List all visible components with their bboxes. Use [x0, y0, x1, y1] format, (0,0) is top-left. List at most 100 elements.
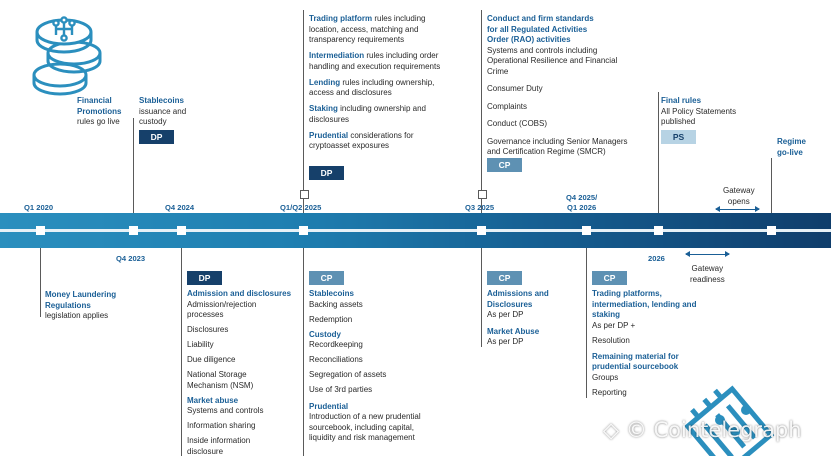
remaining-material-line-1: Remaining material for: [592, 351, 679, 361]
staking-title: Staking: [309, 104, 338, 113]
final-rules-text-2: published: [661, 117, 696, 126]
market-abuse-title: Market abuse: [187, 395, 239, 405]
connector-trading-bracket: [303, 10, 304, 190]
systems-controls: Systems and controls: [187, 406, 264, 415]
connector-final-rules: [658, 92, 659, 230]
label-2026: 2026: [648, 254, 665, 263]
stablecoins-title: Stablecoins: [139, 96, 184, 105]
connector-admission-dp: [181, 232, 182, 456]
node-q3-2025: [476, 226, 486, 235]
gateway-opens-label: Gateway opens: [723, 186, 755, 207]
node-q1-2020: [35, 226, 45, 235]
node-final-rules: [653, 226, 663, 235]
regime-block: Regime go-live: [777, 137, 806, 158]
prudential-title: Prudential: [309, 130, 349, 140]
crypto-coins-icon: [32, 16, 102, 96]
recordkeeping: Recordkeeping: [309, 340, 363, 349]
connector-admissions-cp: [481, 232, 482, 347]
as-per-dp-1: As per DP: [487, 310, 524, 319]
admission-dp-badge: DP: [187, 271, 222, 285]
aml-title-1: Money Laundering: [45, 290, 117, 299]
lending-rest: rules including ownership,: [340, 77, 435, 87]
staking-item: Staking including ownership and disclosu…: [309, 104, 440, 125]
label-q4-2023: Q4 2023: [116, 254, 146, 263]
final-rules-text-1: All Policy Statements: [661, 106, 737, 116]
prudential-item: Prudential considerations for cryptoasse…: [309, 131, 440, 152]
conduct-line: Crime: [487, 66, 509, 76]
stablecoins-text-1: issuance and: [139, 106, 187, 116]
trading-dp-badge: DP: [309, 166, 344, 180]
disclosures: Disclosures: [187, 325, 229, 334]
trading-cp-title-3: staking: [592, 310, 621, 319]
stablecoins-block: Stablecoins issuance and custody: [139, 96, 186, 128]
market-abuse-cp-title: Market Abuse: [487, 326, 540, 336]
fin-promo-title-1: Financial: [77, 96, 112, 105]
conduct-title-2: for all Regulated Activities: [487, 24, 588, 34]
node-q4-2024: [176, 226, 186, 235]
label-q4-2024: Q4 2024: [165, 203, 195, 212]
fin-promo-text: rules go live: [77, 117, 120, 126]
trading-cp-block: Trading platforms, intermediation, lendi…: [592, 289, 696, 399]
stablecoins-text-2: custody: [139, 117, 167, 126]
milestone-marker-q1q2-2025: [299, 190, 309, 199]
conduct-cobs: Conduct (COBS): [487, 119, 548, 128]
nsm-line-1: National Storage: [187, 370, 247, 379]
connector-regime: [771, 158, 772, 230]
gateway-readiness-line1: Gateway: [691, 264, 724, 273]
staking-rest: including ownership and: [337, 104, 426, 113]
reconciliations: Reconciliations: [309, 355, 363, 364]
nsm-line-2: Mechanism (NSM): [187, 380, 254, 390]
connector-stablecoins-cp: [303, 232, 304, 456]
final-rules-title: Final rules: [661, 96, 702, 105]
lending-item: Lending rules including ownership, acces…: [309, 78, 440, 99]
connector-aml: [40, 232, 41, 317]
intermediation-item: Intermediation rules including order han…: [309, 51, 440, 72]
aml-text: legislation applies: [45, 311, 109, 320]
prudential-line-2: sourcebook, including capital,: [309, 422, 414, 432]
label-q4-2025: Q4 2025/ Q1 2026: [566, 193, 597, 212]
gateway-opens-arrow: [715, 206, 760, 212]
trading-cp-title-1: Trading platforms,: [592, 289, 662, 298]
connector-trading-cp: [586, 232, 587, 398]
circuit-icon: [684, 385, 775, 456]
fin-promotions-block: Financial Promotions rules go live: [77, 96, 121, 128]
governance-line-1: Governance including Senior Managers: [487, 136, 628, 146]
inside-info-line-2: disclosure: [187, 446, 224, 456]
stablecoins-cp-badge: CP: [309, 271, 344, 285]
groups: Groups: [592, 372, 619, 382]
intermediation-line: handling and execution requirements: [309, 61, 441, 71]
staking-line: disclosures: [309, 114, 350, 124]
final-rules-block: Final rules All Policy Statements publis…: [661, 96, 736, 128]
inside-info-line-1: Inside information: [187, 436, 251, 445]
trading-item-rest: rules including: [372, 14, 426, 23]
label-q1q2-2025: Q1/Q2 2025: [280, 203, 322, 212]
prudential-line-3: liquidity and risk management: [309, 433, 415, 442]
admissions-cp-badge: CP: [487, 271, 522, 285]
admission-line: processes: [187, 310, 224, 319]
use-of-third-parties: Use of 3rd parties: [309, 385, 373, 394]
due-diligence: Due diligence: [187, 355, 236, 364]
admissions-cp-title-2: Disclosures: [487, 299, 533, 309]
prudential-rest: considerations for: [348, 130, 414, 140]
gateway-readiness-arrow: [685, 251, 730, 257]
label-q4-2025-line1: Q4 2025/: [566, 193, 598, 202]
trading-item-title: Trading platform: [309, 14, 373, 23]
regime-title-1: Regime: [777, 137, 806, 146]
conduct-block: Conduct and firm standards for all Regul…: [487, 14, 628, 158]
prudential-cp-title: Prudential: [309, 401, 349, 411]
watermark-text: Cointelegraph: [653, 418, 802, 442]
intermediation-title: Intermediation: [309, 51, 365, 60]
resolution: Resolution: [592, 336, 630, 345]
node-regime-go-live: [766, 226, 776, 235]
reporting: Reporting: [592, 388, 627, 397]
admission-line: Admission/rejection: [187, 299, 257, 309]
as-per-dp-2: As per DP: [487, 337, 524, 346]
conduct-title-1: Conduct and firm standards: [487, 14, 594, 23]
stablecoins-cp-block: Stablecoins Backing assets Redemption Cu…: [309, 289, 421, 444]
prudential-line-1: Introduction of a new prudential: [309, 412, 421, 421]
admissions-cp-block: Admissions and Disclosures As per DP Mar…: [487, 289, 549, 348]
trading-item-line: location, access, matching and: [309, 24, 419, 34]
segregation-of-assets: Segregation of assets: [309, 370, 387, 379]
intermediation-rest: rules including order: [364, 51, 439, 60]
